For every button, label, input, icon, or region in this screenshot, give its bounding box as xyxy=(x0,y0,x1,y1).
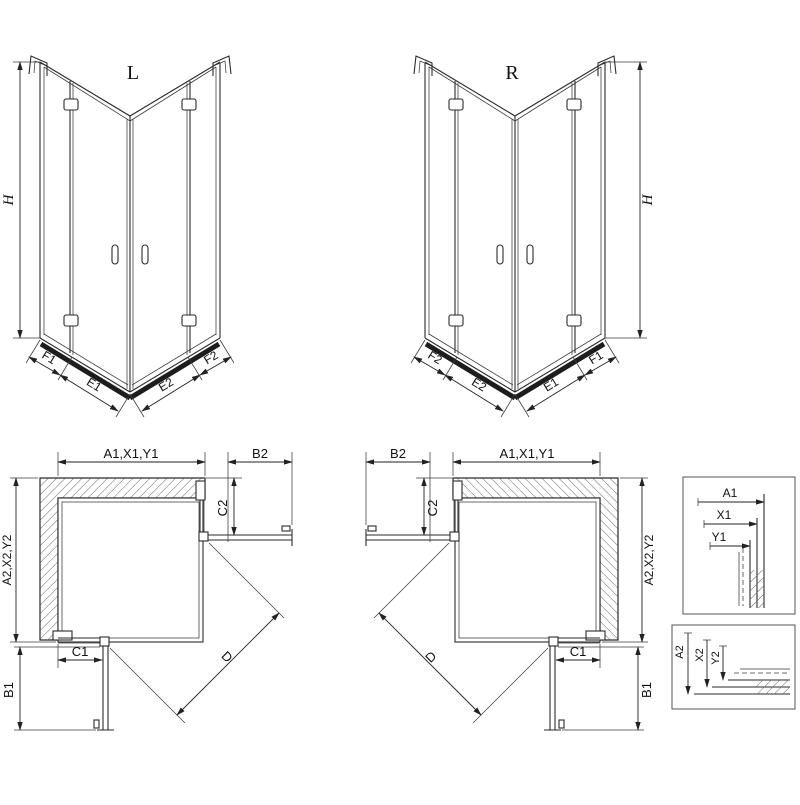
dim-label-b1: B1 xyxy=(1,682,16,698)
dim-label-a1x1y1: A1,X1,Y1 xyxy=(500,446,555,461)
dim-label-c2: C2 xyxy=(215,500,230,517)
dim-label-a1x1y1: A1,X1,Y1 xyxy=(104,446,159,461)
dim-label-height-right: H xyxy=(640,193,656,206)
detail-wall-profile-bottom: A2 X2 Y2 xyxy=(671,624,796,710)
dim-label-x2: X2 xyxy=(694,648,706,661)
plan-view-right: B2 A1,X1,Y1 C2 A2,X2,Y2 C1 B1 D xyxy=(366,446,656,730)
dim-label-f1: F1 xyxy=(586,348,606,367)
dim-label-f1: F1 xyxy=(39,348,59,367)
dim-label-c1: C1 xyxy=(72,644,89,659)
dim-label-f2: F2 xyxy=(201,348,221,367)
dim-label-e2: E2 xyxy=(156,375,176,395)
dim-label-d: D xyxy=(219,648,236,665)
dim-label-f2: F2 xyxy=(425,348,445,367)
perspective-view-right: R H F2 E2 E1 F1 xyxy=(411,56,656,417)
dim-label-c2: C2 xyxy=(425,500,440,517)
dim-label-a2: A2 xyxy=(674,645,686,658)
dim-label-a2x2y2: A2,X2,Y2 xyxy=(642,534,656,585)
view-label-left: L xyxy=(127,62,139,84)
dim-label-a2x2y2: A2,X2,Y2 xyxy=(0,534,14,585)
view-label-right: R xyxy=(505,62,519,84)
dim-label-y1: Y1 xyxy=(712,530,727,544)
dim-label-height-left: H xyxy=(1,193,17,206)
dim-label-e2: E2 xyxy=(469,375,489,395)
dim-label-a1: A1 xyxy=(723,486,738,500)
dim-label-b2: B2 xyxy=(390,446,406,461)
dim-label-c1: C1 xyxy=(570,644,587,659)
dim-label-d: D xyxy=(422,648,439,665)
perspective-view-left: L H F1 E1 E2 F2 xyxy=(1,56,234,417)
dim-label-b2: B2 xyxy=(252,446,268,461)
plan-view-left: A1,X1,Y1 B2 C2 A2,X2,Y2 C1 B1 D xyxy=(0,446,292,730)
detail-wall-profile-top: A1 X1 Y1 xyxy=(682,476,796,615)
dim-label-b1: B1 xyxy=(639,682,654,698)
dim-label-y2: Y2 xyxy=(710,651,722,664)
dim-label-x1: X1 xyxy=(717,508,732,522)
dim-label-e1: E1 xyxy=(541,375,561,395)
dim-label-e1: E1 xyxy=(84,375,104,395)
